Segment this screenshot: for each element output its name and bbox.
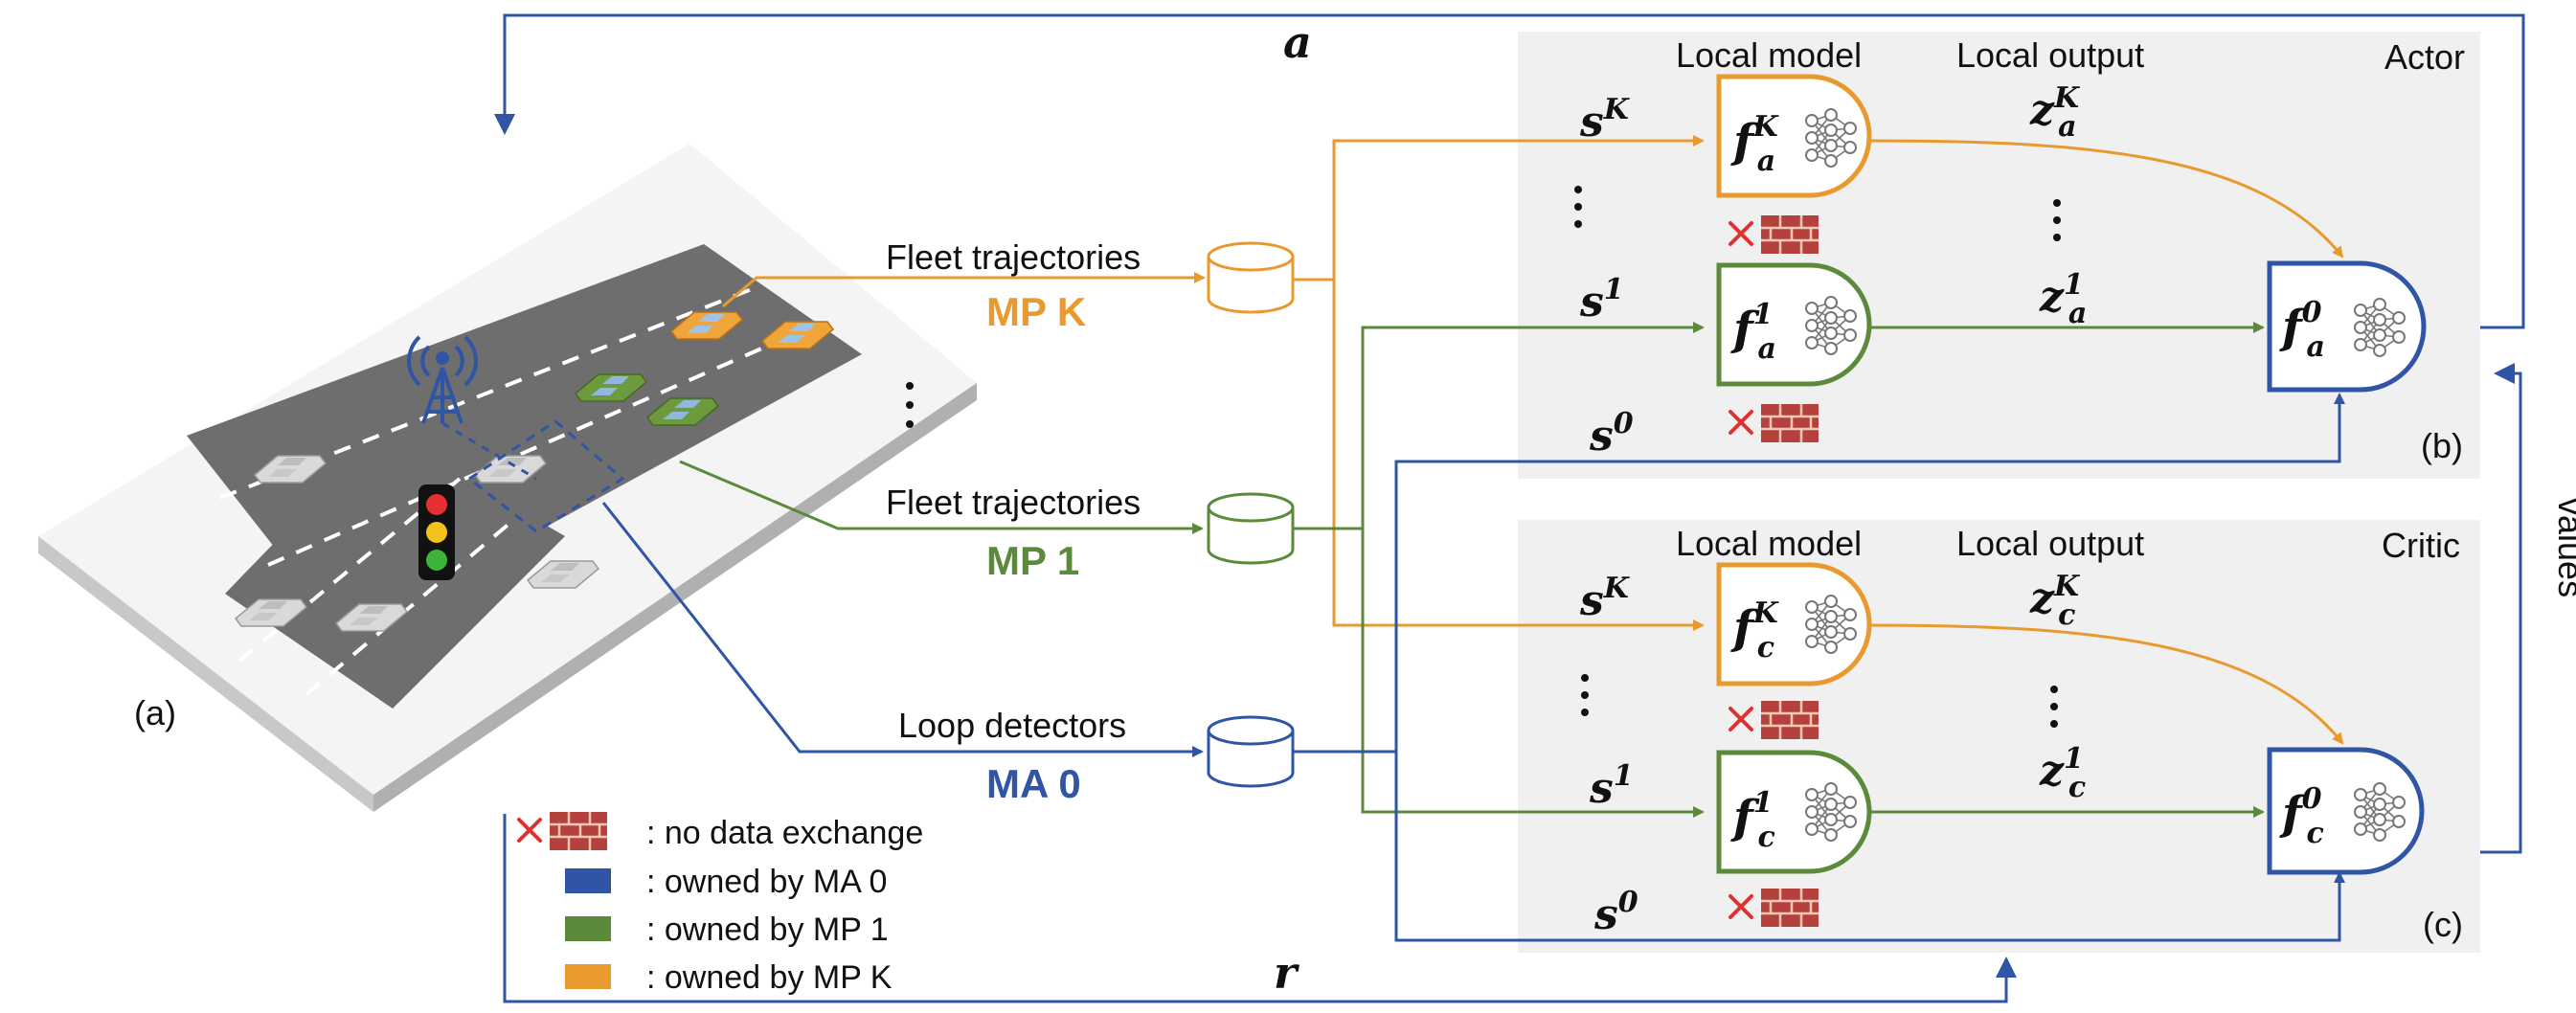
legend-swatch — [565, 868, 611, 893]
actor-header: Local model Local output Actor (b) — [1676, 35, 2465, 465]
source-ma0: Loop detectors MA 0 — [601, 502, 1295, 806]
actor-title: Actor — [2384, 37, 2465, 77]
source-ma0-owner: MA 0 — [986, 761, 1081, 806]
antenna-icon — [407, 335, 478, 424]
critic-state-k: sK — [1579, 572, 1631, 625]
legend-text: : owned by MP K — [646, 959, 893, 996]
panel-a-label: (a) — [134, 693, 176, 732]
source-ma0-title: Loop detectors — [898, 706, 1126, 745]
source-mp1-owner: MP 1 — [986, 538, 1079, 583]
critic-tag: (c) — [2423, 905, 2463, 944]
legend-row-ma0: : owned by MA 0 — [565, 864, 887, 900]
legend-text: : owned by MP 1 — [646, 912, 889, 948]
critic-local-model-title: Local model — [1676, 524, 1862, 563]
svg-text:fKa: fKa — [1730, 110, 1780, 178]
road-cross — [225, 431, 565, 709]
database-icon — [1207, 715, 1295, 788]
svg-text:f1c: f1c — [1730, 786, 1775, 854]
critic-header: Local model Local output Critic (c) — [1676, 524, 2463, 944]
reward-arrow: r — [503, 814, 2017, 1003]
reward-label: r — [1274, 947, 1300, 999]
action-label: a — [1283, 16, 1312, 68]
actor-state-1: s1 — [1579, 273, 1624, 326]
source-mp1-title: Fleet trajectories — [886, 483, 1141, 522]
source-mpk: Fleet trajectories MP K — [722, 237, 1295, 334]
actor-panel — [1518, 32, 2480, 479]
database-icon — [1207, 241, 1295, 314]
action-arrow: a — [494, 13, 2525, 329]
legend-swatch — [565, 916, 611, 941]
legend-row-mpk: : owned by MP K — [565, 959, 893, 996]
scene-panel: (a) — [38, 144, 977, 812]
legend-text: : owned by MA 0 — [646, 864, 887, 900]
firewall-icon — [517, 810, 609, 852]
svg-text:f0c: f0c — [2279, 782, 2324, 850]
actor-tag: (b) — [2421, 426, 2463, 465]
source-mpk-owner: MP K — [986, 289, 1086, 334]
actor-local-output-title: Local output — [1956, 35, 2144, 75]
critic-title: Critic — [2382, 526, 2460, 565]
critic-panel — [1518, 520, 2480, 953]
traffic-light-icon — [418, 484, 455, 580]
legend-text: : no data exchange — [646, 815, 923, 851]
legend: : no data exchange : owned by MA 0 : own… — [517, 810, 923, 996]
actor-local-model-title: Local model — [1676, 35, 1862, 75]
critic-local-output-title: Local output — [1956, 524, 2144, 563]
critic-state-1: s1 — [1589, 759, 1634, 813]
database-icon — [1207, 492, 1295, 565]
legend-row-firewall: : no data exchange — [517, 810, 923, 852]
legend-row-mp1: : owned by MP 1 — [565, 912, 889, 948]
source-mpk-title: Fleet trajectories — [886, 237, 1141, 277]
legend-swatch — [565, 964, 611, 989]
values-label: values — [2551, 498, 2576, 597]
source-mp1: Fleet trajectories MP 1 — [679, 460, 1295, 583]
actor-state-0: s0 — [1589, 407, 1634, 461]
detector-region — [466, 419, 625, 533]
